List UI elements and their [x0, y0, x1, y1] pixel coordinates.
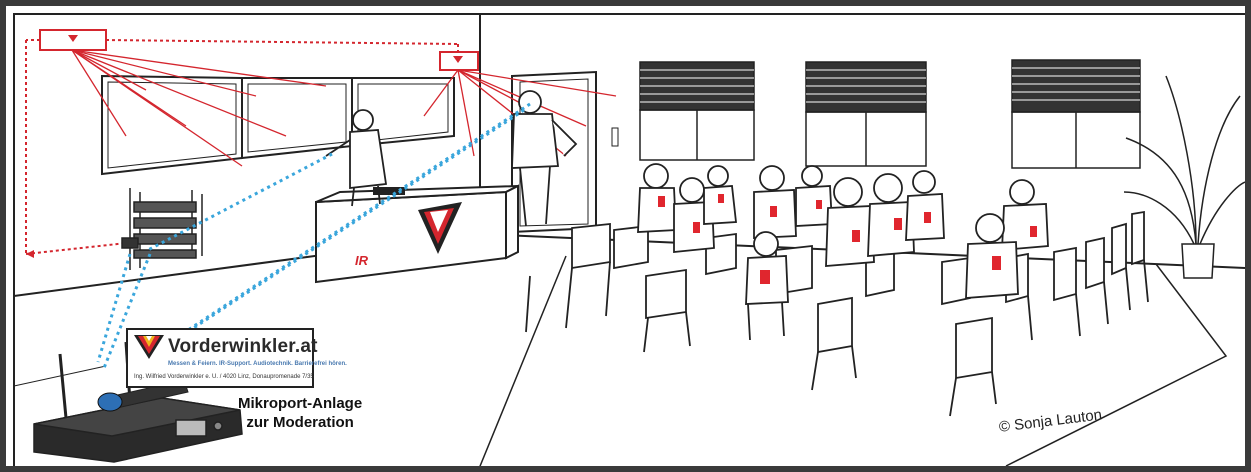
brand-address: Ing. Wilfried Vorderwinkler e. U. / 4020…: [134, 374, 314, 380]
caption-line-1: Mikroport-Anlage: [238, 394, 362, 413]
right-wall-windows: [640, 60, 1140, 168]
brand-logo-box: Vorderwinkler.at Messen & Feiern. IR-Sup…: [126, 328, 314, 388]
brand-logo-icon: [134, 335, 164, 359]
classroom-scene: [6, 6, 1245, 466]
caption: Mikroport-Anlage zur Moderation: [238, 394, 362, 432]
brand-name: Vorderwinkler.at: [168, 336, 318, 358]
caption-line-2: zur Moderation: [238, 413, 362, 432]
ir-label: IR: [355, 253, 368, 268]
illustration-frame: IR Vorderwinkler.at Messen & Feiern. IR-…: [6, 6, 1245, 466]
desk: [316, 186, 518, 282]
brand-tagline: Messen & Feiern. IR-Support. Audiotechni…: [168, 361, 347, 367]
